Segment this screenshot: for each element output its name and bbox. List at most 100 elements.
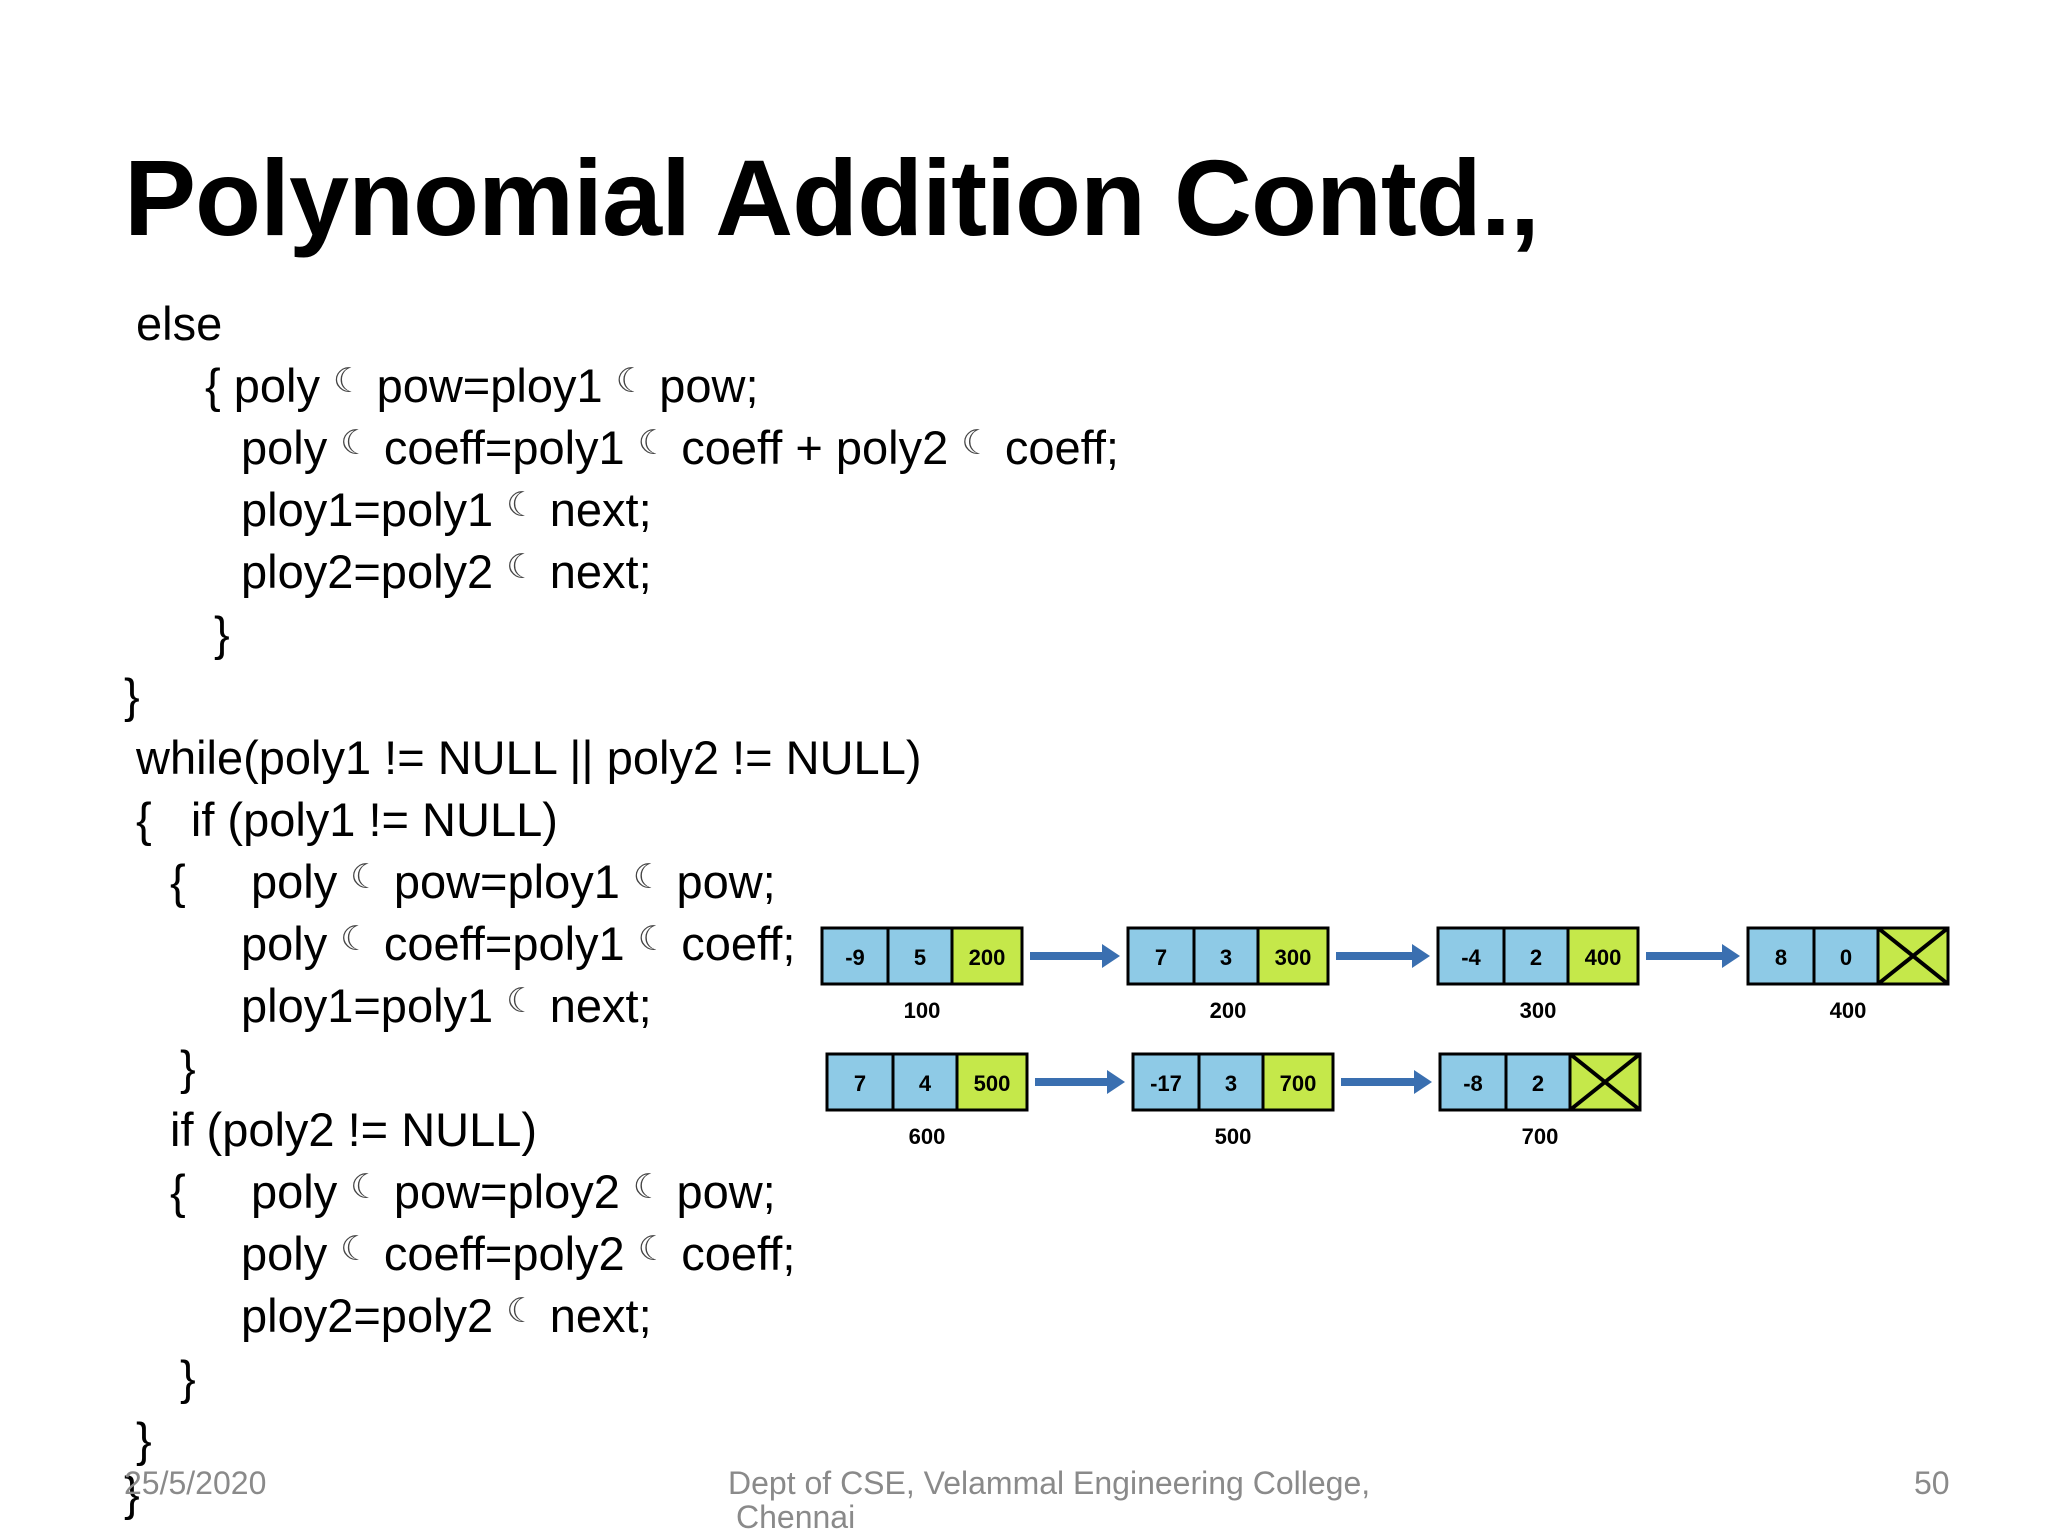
pointer-arrow-icon: ☾	[637, 1229, 669, 1269]
code-text: next;	[536, 545, 652, 598]
next-value: 200	[969, 945, 1006, 970]
code-line: poly ☾ coeff=poly1 ☾ coeff;	[241, 920, 795, 967]
coeff-cell	[1746, 926, 1816, 986]
code-text: }	[124, 1467, 140, 1520]
node-address: 400	[1830, 998, 1867, 1023]
pointer-arrow-icon: ☾	[961, 423, 992, 463]
code-line: }	[124, 672, 140, 719]
code-line: }	[124, 1470, 140, 1517]
pow-cell	[1504, 1052, 1572, 1112]
code-line: { poly ☾ pow=ploy2 ☾ pow;	[170, 1168, 776, 1215]
next-value: 300	[1275, 945, 1312, 970]
next-cell	[955, 1052, 1029, 1112]
pointer-arrow-icon: ☾	[333, 361, 364, 401]
code-text: coeff;	[668, 1227, 796, 1280]
pointer-arrow-icon: ☾	[615, 361, 647, 401]
node-address: 200	[1210, 998, 1247, 1023]
code-text: pow=ploy2	[380, 1165, 633, 1218]
code-line: { if (poly1 != NULL)	[136, 796, 558, 843]
footer-page-number: 50	[1914, 1465, 1950, 1501]
code-text: coeff=poly2	[370, 1227, 638, 1280]
code-line: poly ☾ coeff=poly2 ☾ coeff;	[241, 1230, 795, 1277]
pow-cell	[1502, 926, 1570, 986]
pow-value: 0	[1840, 945, 1852, 970]
code-text: while(poly1 != NULL || poly2 != NULL)	[136, 731, 922, 784]
code-text: { poly	[205, 359, 334, 412]
pointer-arrow-icon: ☾	[632, 857, 664, 897]
code-text: { poly	[170, 855, 351, 908]
code-text: { if (poly1 != NULL)	[136, 793, 558, 846]
code-text: ploy2=poly2	[241, 545, 507, 598]
coeff-value: 7	[854, 1071, 866, 1096]
code-text: coeff;	[668, 917, 796, 970]
code-line: ploy2=poly2 ☾ next;	[241, 1292, 652, 1339]
code-text: next;	[536, 483, 652, 536]
code-text: }	[180, 1351, 196, 1404]
code-line: ploy1=poly1 ☾ next;	[241, 486, 652, 533]
pow-cell	[1192, 926, 1260, 986]
link-arrow-icon	[1336, 944, 1430, 968]
code-text: else	[136, 297, 223, 350]
coeff-cell	[820, 926, 890, 986]
code-text: pow=ploy1	[363, 359, 616, 412]
code-text: pow=ploy1	[380, 855, 633, 908]
null-cross-icon	[1876, 926, 1950, 986]
next-cell	[950, 926, 1024, 986]
null-cross-icon	[1568, 1052, 1642, 1112]
coeff-value: -17	[1150, 1071, 1182, 1096]
link-arrow-icon	[1035, 1070, 1125, 1094]
link-arrow-icon	[1341, 1070, 1432, 1094]
code-text: coeff=poly1	[370, 421, 638, 474]
pow-value: 2	[1532, 1071, 1544, 1096]
node-address: 700	[1522, 1124, 1559, 1149]
code-line: { poly ☾ pow=ploy1 ☾ pow;	[170, 858, 776, 905]
pointer-arrow-icon: ☾	[340, 423, 371, 463]
code-line: { poly ☾ pow=ploy1 ☾ pow;	[205, 362, 759, 409]
pointer-arrow-icon: ☾	[637, 919, 669, 959]
code-text: poly	[241, 917, 341, 970]
pointer-arrow-icon: ☾	[340, 1229, 371, 1269]
coeff-cell	[1438, 1052, 1508, 1112]
code-text: ploy1=poly1	[241, 979, 507, 1032]
pointer-arrow-icon: ☾	[506, 981, 537, 1021]
code-line: ploy2=poly2 ☾ next;	[241, 548, 652, 595]
pointer-arrow-icon: ☾	[350, 857, 381, 897]
node-address: 300	[1520, 998, 1557, 1023]
code-line: }	[214, 610, 230, 657]
code-text: ploy1=poly1	[241, 483, 507, 536]
next-cell	[1261, 1052, 1335, 1112]
code-text: poly	[241, 421, 341, 474]
coeff-cell	[1126, 926, 1196, 986]
code-line: if (poly2 != NULL)	[170, 1106, 537, 1153]
node-address: 100	[904, 998, 941, 1023]
code-text: }	[180, 1041, 196, 1094]
code-text: next;	[536, 979, 652, 1032]
pow-value: 2	[1530, 945, 1542, 970]
pow-value: 3	[1220, 945, 1232, 970]
link-arrow-icon	[1646, 944, 1740, 968]
code-text: }	[124, 669, 140, 722]
code-text: coeff;	[991, 421, 1119, 474]
pointer-arrow-icon: ☾	[350, 1167, 381, 1207]
code-text: coeff + poly2	[668, 421, 962, 474]
code-line: else	[136, 300, 222, 347]
link-arrow-icon	[1030, 944, 1120, 968]
code-line: while(poly1 != NULL || poly2 != NULL)	[136, 734, 921, 781]
pow-cell	[891, 1052, 959, 1112]
code-text: coeff=poly1	[370, 917, 638, 970]
footer-date: 25/5/2020	[124, 1465, 267, 1501]
pointer-arrow-icon: ☾	[632, 1167, 664, 1207]
pointer-arrow-icon: ☾	[506, 485, 537, 525]
code-line: }	[136, 1416, 152, 1463]
code-text: pow;	[646, 359, 759, 412]
code-text: pow;	[663, 1165, 776, 1218]
coeff-value: 7	[1155, 945, 1167, 970]
slide-title: Polynomial Addition Contd.,	[124, 137, 1540, 258]
code-text: }	[136, 1413, 152, 1466]
